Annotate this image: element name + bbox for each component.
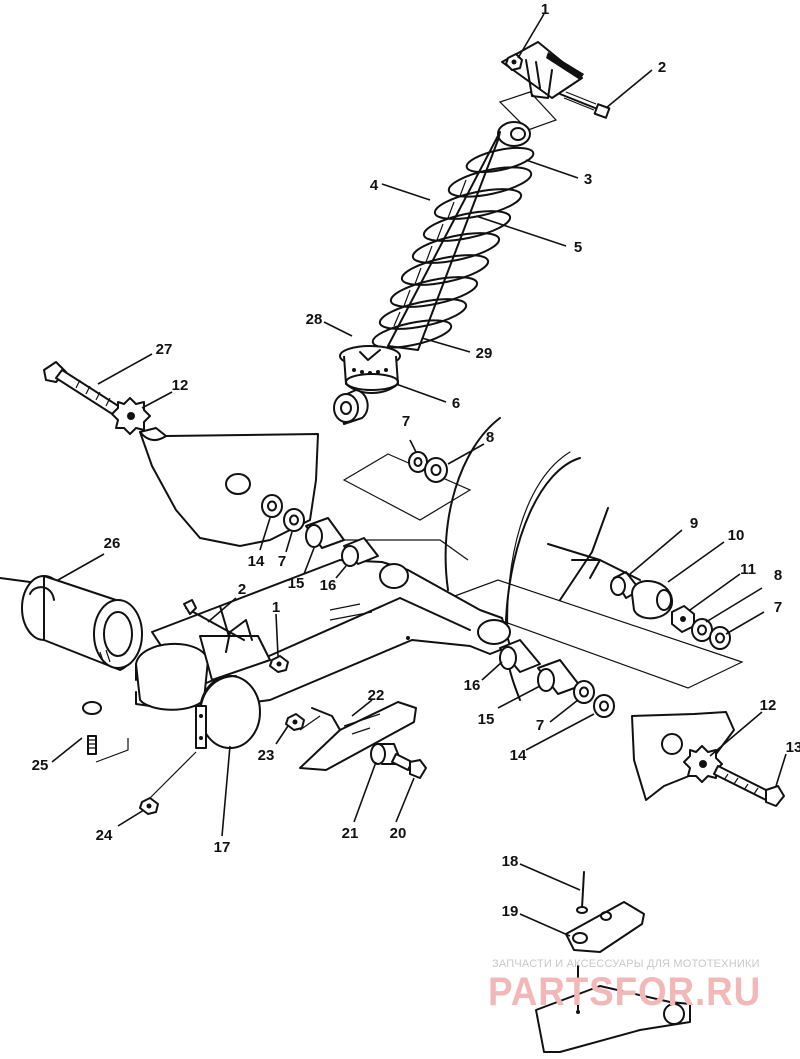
bolt-part-13 [713, 765, 785, 807]
callout-16: 16 [320, 577, 337, 594]
callout-21: 21 [342, 825, 359, 842]
callout-14: 14 [248, 553, 265, 570]
washer-part-7-lower [573, 680, 595, 704]
callout-13: 13 [786, 739, 800, 756]
callout-18: 18 [502, 853, 519, 870]
callout-1: 1 [541, 1, 549, 18]
washer-part-14-left [261, 494, 283, 518]
callout-14: 14 [510, 747, 527, 764]
pin-part-18 [576, 871, 588, 914]
callout-24: 24 [96, 827, 113, 844]
bolt-part-2-upper [559, 91, 611, 119]
callout-7: 7 [402, 413, 410, 430]
bolt-part-20 [391, 753, 427, 779]
shock-body [333, 121, 535, 425]
washer-part-14-lower [593, 694, 615, 718]
axle-housing-part-26 [0, 575, 143, 671]
callout-2: 2 [238, 581, 246, 598]
clamp-left [135, 642, 209, 711]
callout-7: 7 [536, 717, 544, 734]
callout-23: 23 [258, 747, 275, 764]
callout-15: 15 [288, 575, 305, 592]
stud-part-25 [87, 735, 129, 763]
right-mounting-plate [631, 711, 735, 801]
callout-27: 27 [156, 341, 173, 358]
nut-part-23 [285, 713, 305, 731]
callout-25: 25 [32, 757, 49, 774]
bushing-part-16-right [499, 639, 541, 673]
nut-part-1-lower [269, 655, 289, 673]
spacer-part-15-left [305, 517, 345, 549]
callout-22: 22 [368, 687, 385, 704]
watermark-logo: PARTSFOR.RU [488, 970, 762, 1014]
callout-9: 9 [690, 515, 698, 532]
cap-part-25 [82, 701, 102, 715]
callout-20: 20 [390, 825, 407, 842]
reference-panel-right [442, 579, 744, 689]
watermark-caption: ЗАПЧАСТИ И АКСЕССУАРЫ ДЛЯ МОТОТЕХНИКИ [492, 958, 760, 970]
bumper-part-10 [631, 580, 674, 620]
callout-12: 12 [760, 697, 777, 714]
callout-7: 7 [278, 553, 286, 570]
callout-10: 10 [728, 527, 745, 544]
callout-19: 19 [502, 903, 519, 920]
callout-5: 5 [574, 239, 582, 256]
clamp-part-17 [195, 675, 261, 749]
leader-lines [51, 13, 787, 937]
washer-part-7-right [709, 626, 731, 650]
bushing-part-16-left [341, 537, 379, 567]
callout-15: 15 [478, 711, 495, 728]
chassis-outline [444, 417, 581, 701]
star-washer-part-12-lower [683, 745, 723, 783]
washer-part-8-right [691, 618, 713, 642]
callout-28: 28 [306, 311, 323, 328]
inset-base-bracket [535, 965, 691, 1053]
callout-3: 3 [584, 171, 592, 188]
washer-part-7-left [283, 508, 305, 532]
callout-1: 1 [272, 599, 280, 616]
callout-29: 29 [476, 345, 493, 362]
bracket-with-bolt-part-2-lower [183, 599, 271, 681]
bracket-part-22 [299, 701, 417, 771]
callout-16: 16 [464, 677, 481, 694]
callout-12: 12 [172, 377, 189, 394]
callout-4: 4 [370, 177, 379, 194]
spoke-assembly [547, 507, 641, 601]
washer-part-8-upper [424, 457, 448, 483]
callout-2: 2 [658, 59, 666, 76]
callout-11: 11 [740, 561, 756, 578]
callout-7: 7 [774, 599, 782, 616]
assembly-guide-lines [149, 715, 321, 799]
callout-8: 8 [774, 567, 782, 584]
star-washer-part-12-upper [111, 397, 151, 435]
callout-17: 17 [214, 839, 231, 856]
callout-26: 26 [104, 535, 121, 552]
upper-mount-bracket [498, 41, 584, 131]
callout-8: 8 [486, 429, 494, 446]
plate-part-19 [565, 901, 645, 953]
callout-6: 6 [452, 395, 460, 412]
